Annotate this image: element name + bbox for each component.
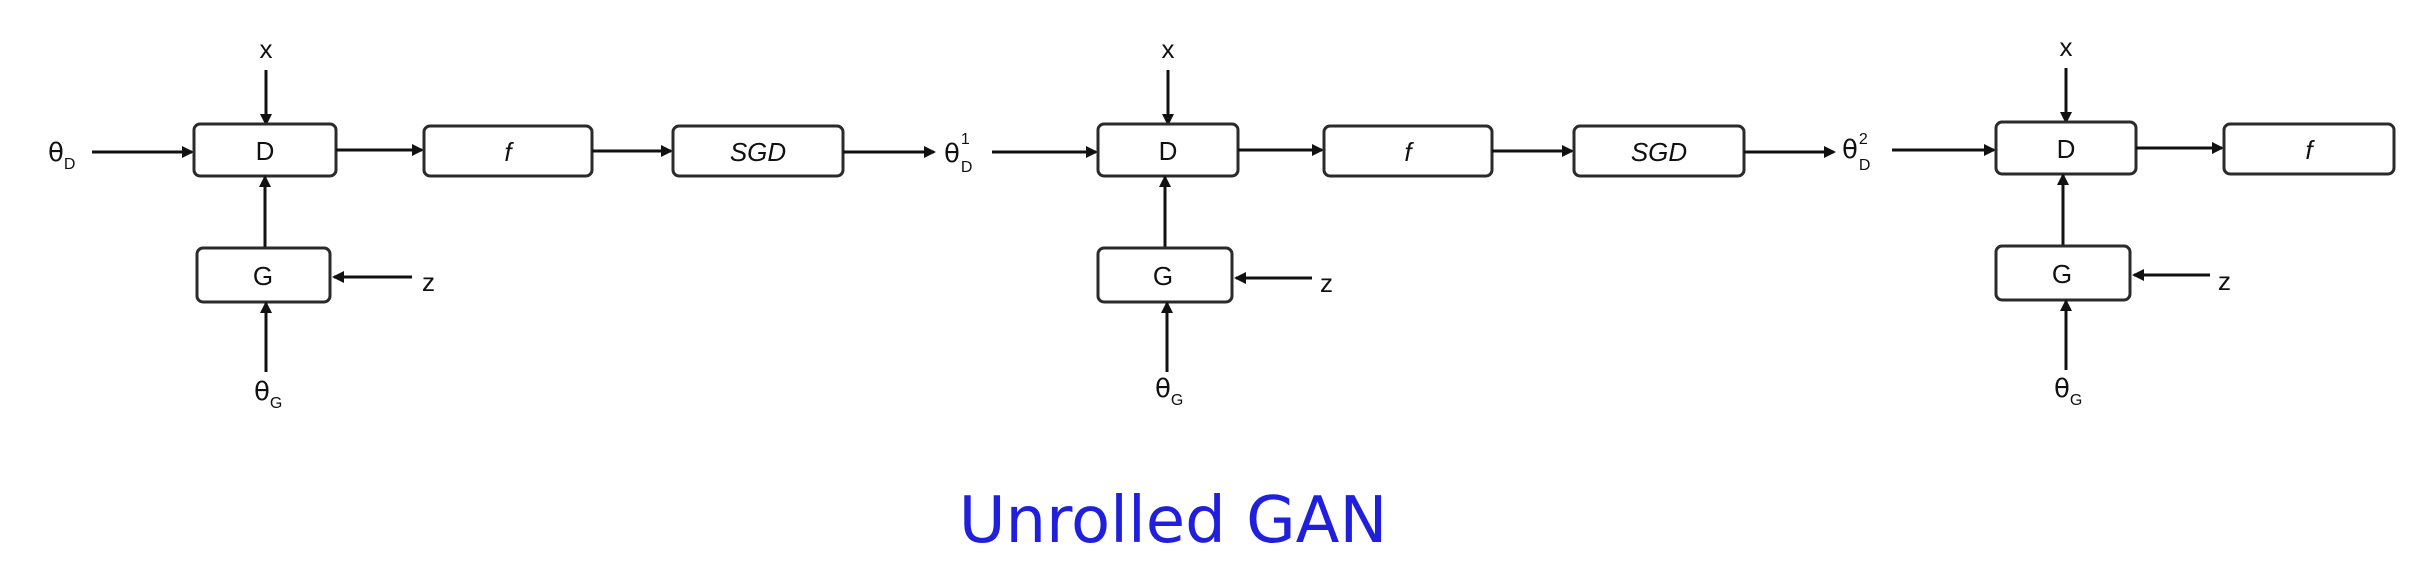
sgd-label: SGD — [1631, 137, 1687, 167]
z-input-label: z — [2218, 266, 2231, 296]
x-input-label: x — [260, 34, 273, 64]
discriminator-label: D — [2057, 134, 2076, 164]
generator-label: G — [2052, 259, 2072, 289]
loss-f-label: f — [1404, 137, 1414, 167]
generator-label: G — [253, 261, 273, 291]
loss-f-box — [2222, 122, 2396, 176]
discriminator-label: D — [1159, 136, 1178, 166]
x-input-label: x — [2060, 32, 2073, 62]
theta-g-label: θG — [254, 377, 282, 412]
z-input-label: z — [1320, 268, 1333, 298]
generator-label: G — [1153, 261, 1173, 291]
loss-f-label: f — [504, 137, 514, 167]
stage-1: θD x D f SGD G z θG — [48, 34, 936, 412]
theta-g-label: θG — [2054, 374, 2082, 409]
sgd-label: SGD — [730, 137, 786, 167]
diagram-caption: Unrolled GAN — [959, 484, 1388, 558]
z-input-label: z — [422, 267, 435, 297]
theta-d-input-label: θD — [48, 138, 75, 173]
theta-g-label: θG — [1155, 374, 1183, 409]
discriminator-label: D — [256, 136, 275, 166]
loss-f-label: f — [2305, 135, 2315, 165]
x-input-label: x — [1162, 34, 1175, 64]
